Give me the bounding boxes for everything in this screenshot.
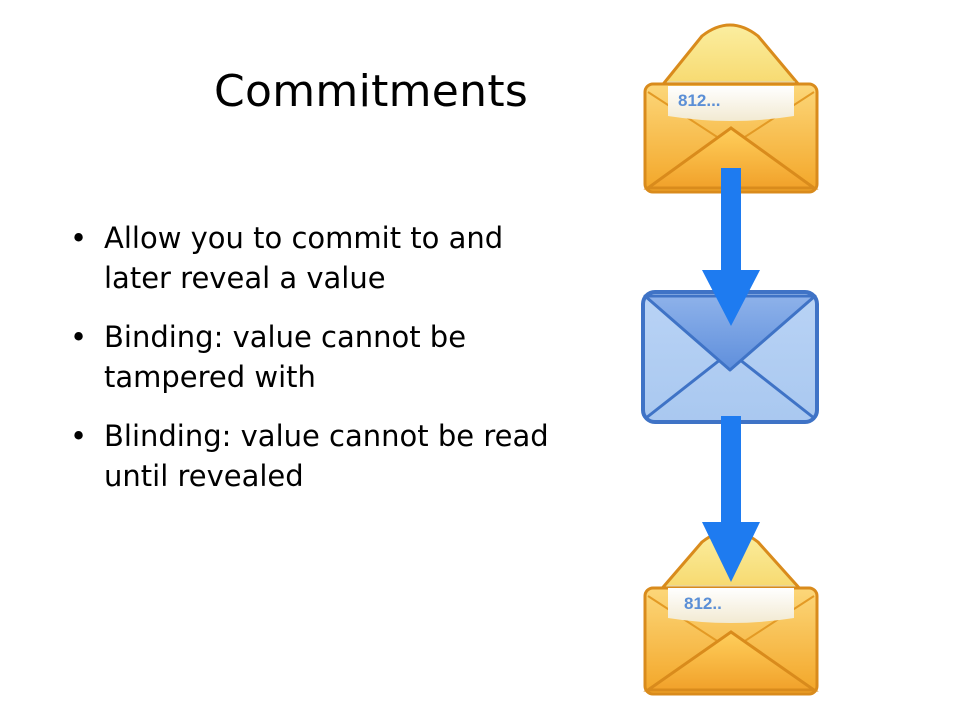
bullet-text: Allow you to commit to and later reveal … xyxy=(104,221,504,295)
arrow-down-icon xyxy=(702,416,760,582)
bullet-dot-icon: • xyxy=(70,419,88,453)
open-envelope-top-icon: 812... xyxy=(643,23,819,194)
bullet-item: • Blinding: value cannot be read until r… xyxy=(68,416,568,496)
arrow-down-icon xyxy=(702,168,760,326)
bullet-text: Blinding: value cannot be read until rev… xyxy=(104,419,549,493)
bottom-envelope-label: 812.. xyxy=(684,594,722,613)
bullet-list: • Allow you to commit to and later revea… xyxy=(68,218,568,515)
bullet-item: • Binding: value cannot be tampered with xyxy=(68,317,568,397)
bullet-dot-icon: • xyxy=(70,221,88,255)
slide-title: Commitments xyxy=(214,66,529,117)
top-envelope-label: 812... xyxy=(678,91,721,110)
sealed-envelope-icon xyxy=(641,290,819,424)
bullet-dot-icon: • xyxy=(70,320,88,354)
bullet-text: Binding: value cannot be tampered with xyxy=(104,320,467,394)
bullet-item: • Allow you to commit to and later revea… xyxy=(68,218,568,298)
